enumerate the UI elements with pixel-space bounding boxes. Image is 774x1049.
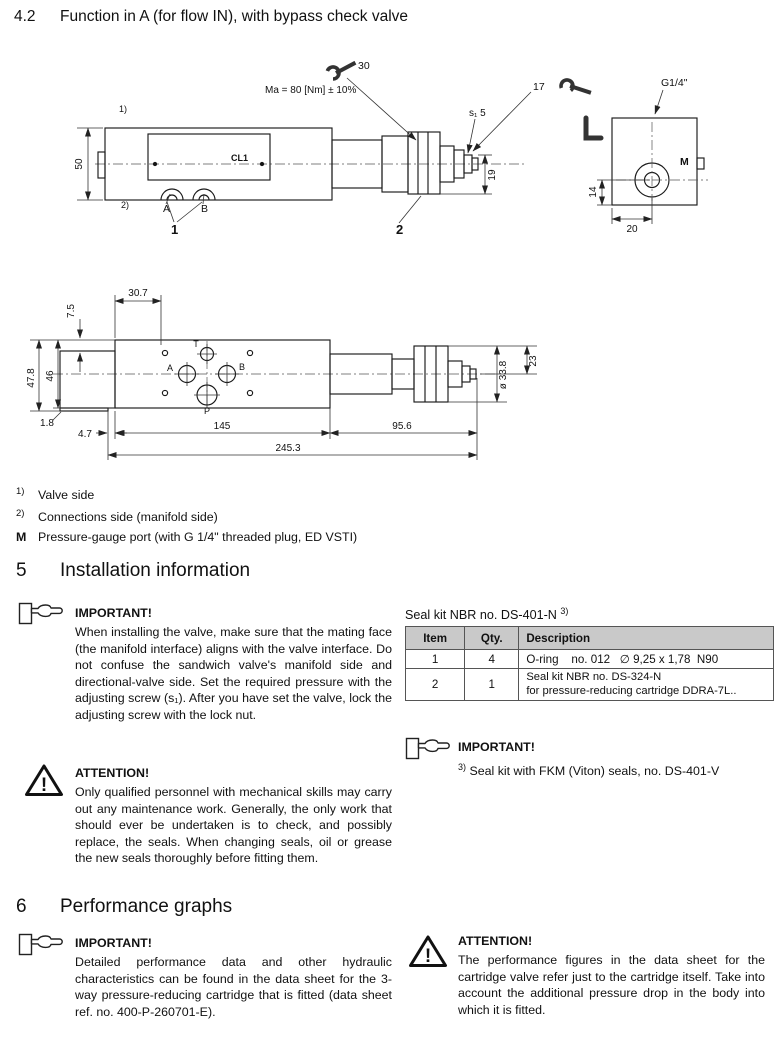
installation-important-text: When installing the valve, make sure tha… <box>75 625 392 722</box>
footnote-connections-side: 2) Connections side (manifold side) <box>16 508 218 524</box>
pointing-hand-icon <box>405 737 450 760</box>
seal-kit-title: Seal kit NBR no. DS-401-N 3) <box>405 606 568 622</box>
dim-50: 50 <box>74 158 85 170</box>
performance-attention-text: The performance figures in the data shee… <box>458 953 765 1017</box>
installation-attention-text: Only qualified personnel with mechanical… <box>75 785 392 866</box>
seal-kit-fkm-note: 3) Seal kit with FKM (Viton) seals, no. … <box>458 762 719 778</box>
important-heading: IMPORTANT! <box>458 740 535 754</box>
allen-key-icon <box>583 115 604 141</box>
footnote-2-marker: 2) <box>121 200 129 210</box>
wrench-size-30-label: 30 <box>358 60 370 72</box>
valve-side-view-drawing: 30 Ma = 80 [Nm] ± 10% 17 G1/4" s₁ 5 1) 2… <box>74 60 708 237</box>
footnote-marker: 2) <box>16 508 25 519</box>
pointing-hand-icon <box>18 933 63 956</box>
footnote-marker: M <box>16 530 27 544</box>
footnote-marker: 1) <box>16 486 25 497</box>
cell-item: 2 <box>404 668 466 701</box>
dim-145: 145 <box>214 421 231 432</box>
footnote-1-marker: 1) <box>119 104 127 114</box>
footnote-text: Pressure-gauge port (with G 1/4" threade… <box>38 530 358 544</box>
attention-heading: ATTENTION! <box>458 934 533 948</box>
footnote-gauge-port: M Pressure-gauge port (with G 1/4" thread… <box>16 530 357 544</box>
cartridge-outline <box>331 131 479 195</box>
port-b-label: B <box>201 203 208 215</box>
footnote-3-text: Seal kit with FKM (Viton) seals, no. DS-… <box>469 764 720 779</box>
warning-triangle-icon: ! <box>409 935 447 967</box>
wrench-17-icon <box>559 78 592 95</box>
description-line-1: Seal kit NBR no. DS-324-N <box>526 671 662 683</box>
column-header-description: Description <box>518 626 774 650</box>
section-4-2-title: Function in A (for flow IN), with bypass… <box>60 8 409 25</box>
section-6-number: 6 <box>16 896 27 917</box>
description-line-2: for pressure-reducing cartridge DDRA-7L.… <box>526 684 737 697</box>
important-heading: IMPORTANT! <box>75 936 152 950</box>
valve-top-view-drawing: 30.7 7.5 47.8 46 1.8 4.7 145 95.6 245.3 … <box>26 288 539 460</box>
dim-4-7: 4.7 <box>78 429 92 440</box>
dim-46: 46 <box>45 370 56 382</box>
warning-triangle-icon: ! <box>25 764 63 796</box>
footnote-valve-side: 1) Valve side <box>16 486 94 502</box>
section-6-title: Performance graphs <box>60 896 233 917</box>
dim-33-8: ø 33.8 <box>498 360 509 389</box>
gauge-port-m-label: M <box>680 156 689 168</box>
dim-47-8: 47.8 <box>26 368 37 388</box>
dim-30-7: 30.7 <box>128 288 148 299</box>
hex-socket-label: s₁ 5 <box>469 108 486 119</box>
attention-heading: ATTENTION! <box>75 766 150 780</box>
seal-kit-table: Item Qty. Description 1 4 O-ring no. 012… <box>404 626 774 701</box>
dimension-lines <box>77 127 653 224</box>
dim-1-8: 1.8 <box>40 418 54 429</box>
nameplate-text: CL1 <box>231 153 248 163</box>
section-5-title: Installation information <box>60 560 251 581</box>
cell-item: 1 <box>404 649 466 669</box>
torque-label: Ma = 80 [Nm] ± 10% <box>265 85 356 96</box>
port-a-label: A <box>167 363 173 373</box>
port-p-label: P <box>204 406 210 416</box>
performance-important-text: Detailed performance data and other hydr… <box>75 955 392 1019</box>
dim-14: 14 <box>588 186 599 198</box>
footnote-text: Connections side (manifold side) <box>38 510 218 524</box>
port-t-label: T <box>193 339 199 349</box>
item-2-label: 2 <box>396 222 403 237</box>
svg-text:!: ! <box>41 775 47 796</box>
column-header-item: Item <box>404 626 466 650</box>
port-a-label: A <box>163 203 170 215</box>
dimension-lines <box>30 295 537 460</box>
table-row: 1 4 O-ring no. 012 ∅ 9,25 x 1,78 N90 <box>404 649 774 669</box>
cell-qty: 1 <box>464 668 520 701</box>
dim-95-6: 95.6 <box>392 421 412 432</box>
item-1-label: 1 <box>171 222 178 237</box>
section-4-2-number: 4.2 <box>14 8 36 25</box>
dim-19: 19 <box>487 169 498 181</box>
gauge-port-thread-label: G1/4" <box>661 77 688 89</box>
footnote-3-marker: 3) <box>458 762 467 772</box>
dim-20: 20 <box>626 224 638 235</box>
footnote-text: Valve side <box>38 488 95 502</box>
end-view-outline <box>611 117 708 206</box>
pointing-hand-icon <box>18 602 63 625</box>
port-b-label: B <box>239 362 245 372</box>
svg-text:!: ! <box>425 946 431 967</box>
dim-7-5: 7.5 <box>66 304 77 318</box>
important-heading: IMPORTANT! <box>75 606 152 620</box>
section-5-number: 5 <box>16 560 27 581</box>
seal-kit-footnote-marker: 3) <box>560 606 569 616</box>
cartridge-top-outline <box>329 345 477 403</box>
seal-kit-title-text: Seal kit NBR no. DS-401-N <box>405 608 557 623</box>
interface-ports <box>161 344 254 408</box>
dim-245-3: 245.3 <box>275 443 300 454</box>
cell-description: O-ring no. 012 ∅ 9,25 x 1,78 N90 <box>518 649 774 669</box>
table-row: 2 1 Seal kit NBR no. DS-324-N for pressu… <box>404 668 774 701</box>
wrench-30-icon <box>325 60 357 81</box>
dim-23: 23 <box>528 355 539 367</box>
cell-qty: 4 <box>464 649 520 669</box>
column-header-qty: Qty. <box>464 626 520 650</box>
wrench-size-17-label: 17 <box>533 81 545 93</box>
cell-description: Seal kit NBR no. DS-324-N for pressure-r… <box>518 668 774 701</box>
leader-lines <box>165 77 664 224</box>
table-header-row: Item Qty. Description <box>404 626 774 650</box>
